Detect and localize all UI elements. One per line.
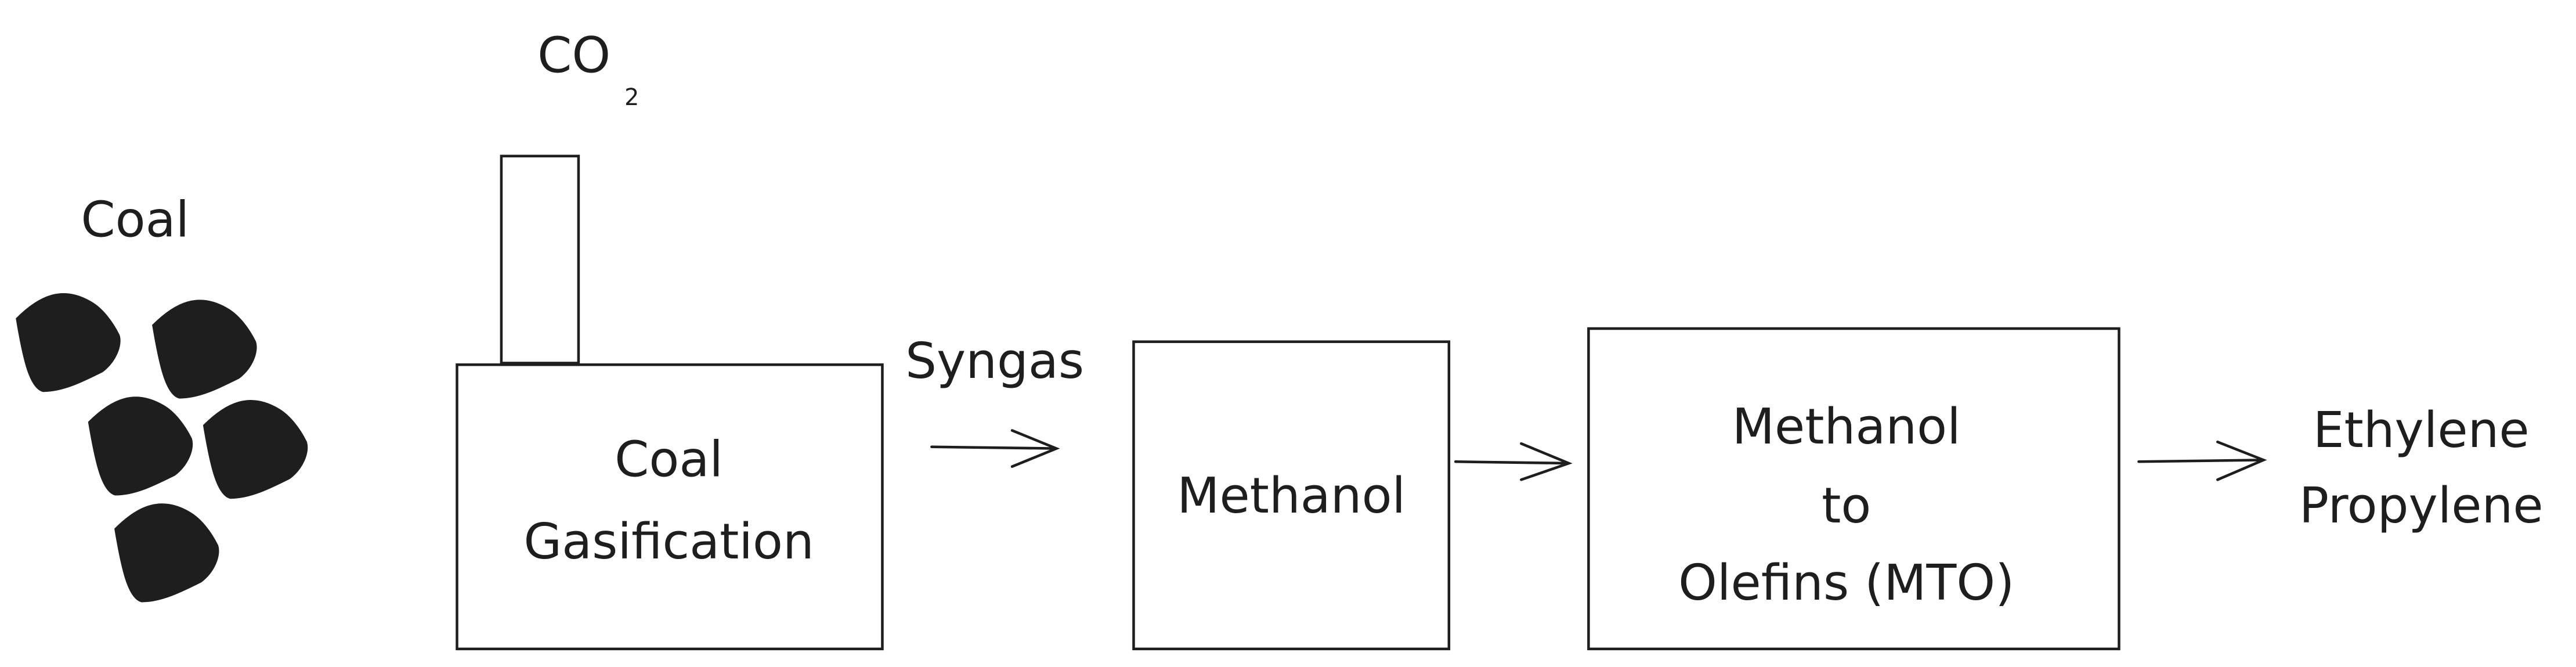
product-ethylene: Ethylene [2313,402,2530,459]
coal-lump-icon [88,396,193,496]
arrow-methanol-to-mto [1454,442,1573,481]
coal-lumps-icon [16,293,308,603]
node-label: Olefins (MTO) [1678,554,2014,612]
node-mto: Methanol to Olefins (MTO) [1587,327,2120,651]
node-label: Gasification [523,513,814,571]
node-coal-gasification: Coal Gasification [456,363,884,651]
chimney [500,154,580,365]
node-methanol: Methanol [1132,340,1451,651]
node-label: Methanol [1732,398,1961,456]
node-label: Methanol [1177,467,1406,525]
coal-lump-icon [152,300,257,399]
syngas-label: Syngas [905,333,1084,390]
co2-label: CO [537,27,610,85]
co2-subscript: 2 [624,84,639,111]
node-label: Coal [615,431,723,489]
coal-lump-icon [16,293,121,392]
arrow-mto-to-products [2137,441,2267,481]
arrow-gasification-to-methanol [930,429,1060,468]
node-label: to [1822,477,1871,535]
coal-lump-icon [114,503,219,603]
product-propylene: Propylene [2299,477,2544,535]
coal-lump-icon [203,399,308,499]
coal-label: Coal [81,192,189,249]
